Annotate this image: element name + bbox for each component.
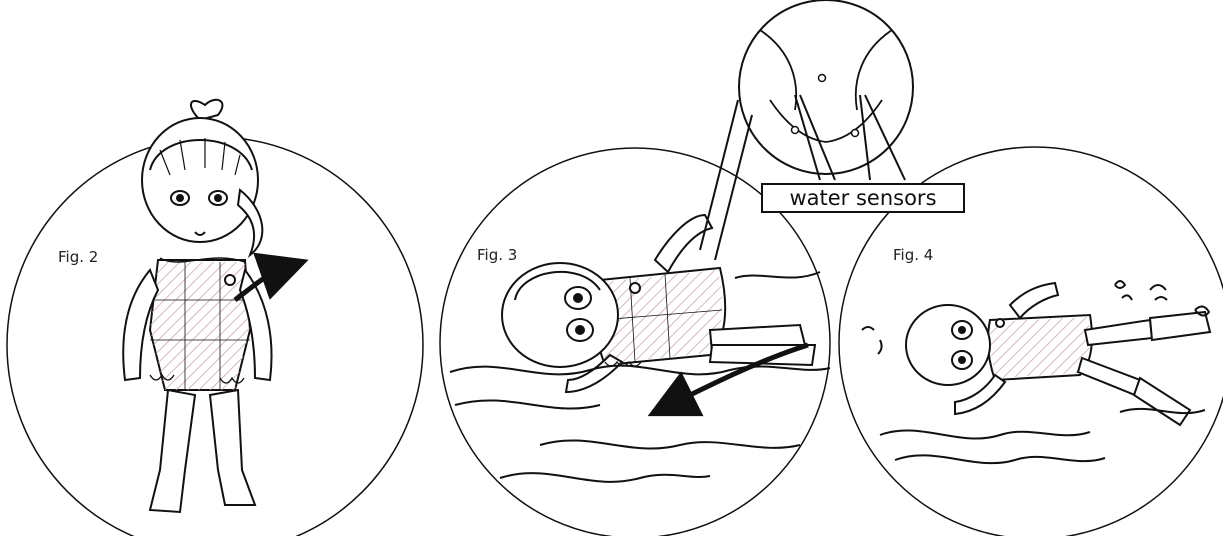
- fig4-label: Fig. 4: [893, 246, 933, 264]
- sensor-zoom-circle: [739, 0, 913, 174]
- sensor-dot-left: [792, 127, 799, 134]
- water-sensors-label: water sensors: [761, 183, 965, 213]
- fig3-label: Fig. 3: [477, 246, 517, 264]
- fig2-panel: [7, 100, 423, 536]
- sensor-dot-right: [852, 130, 859, 137]
- sensor-dot-top: [819, 75, 826, 82]
- fig2-label: Fig. 2: [58, 248, 98, 266]
